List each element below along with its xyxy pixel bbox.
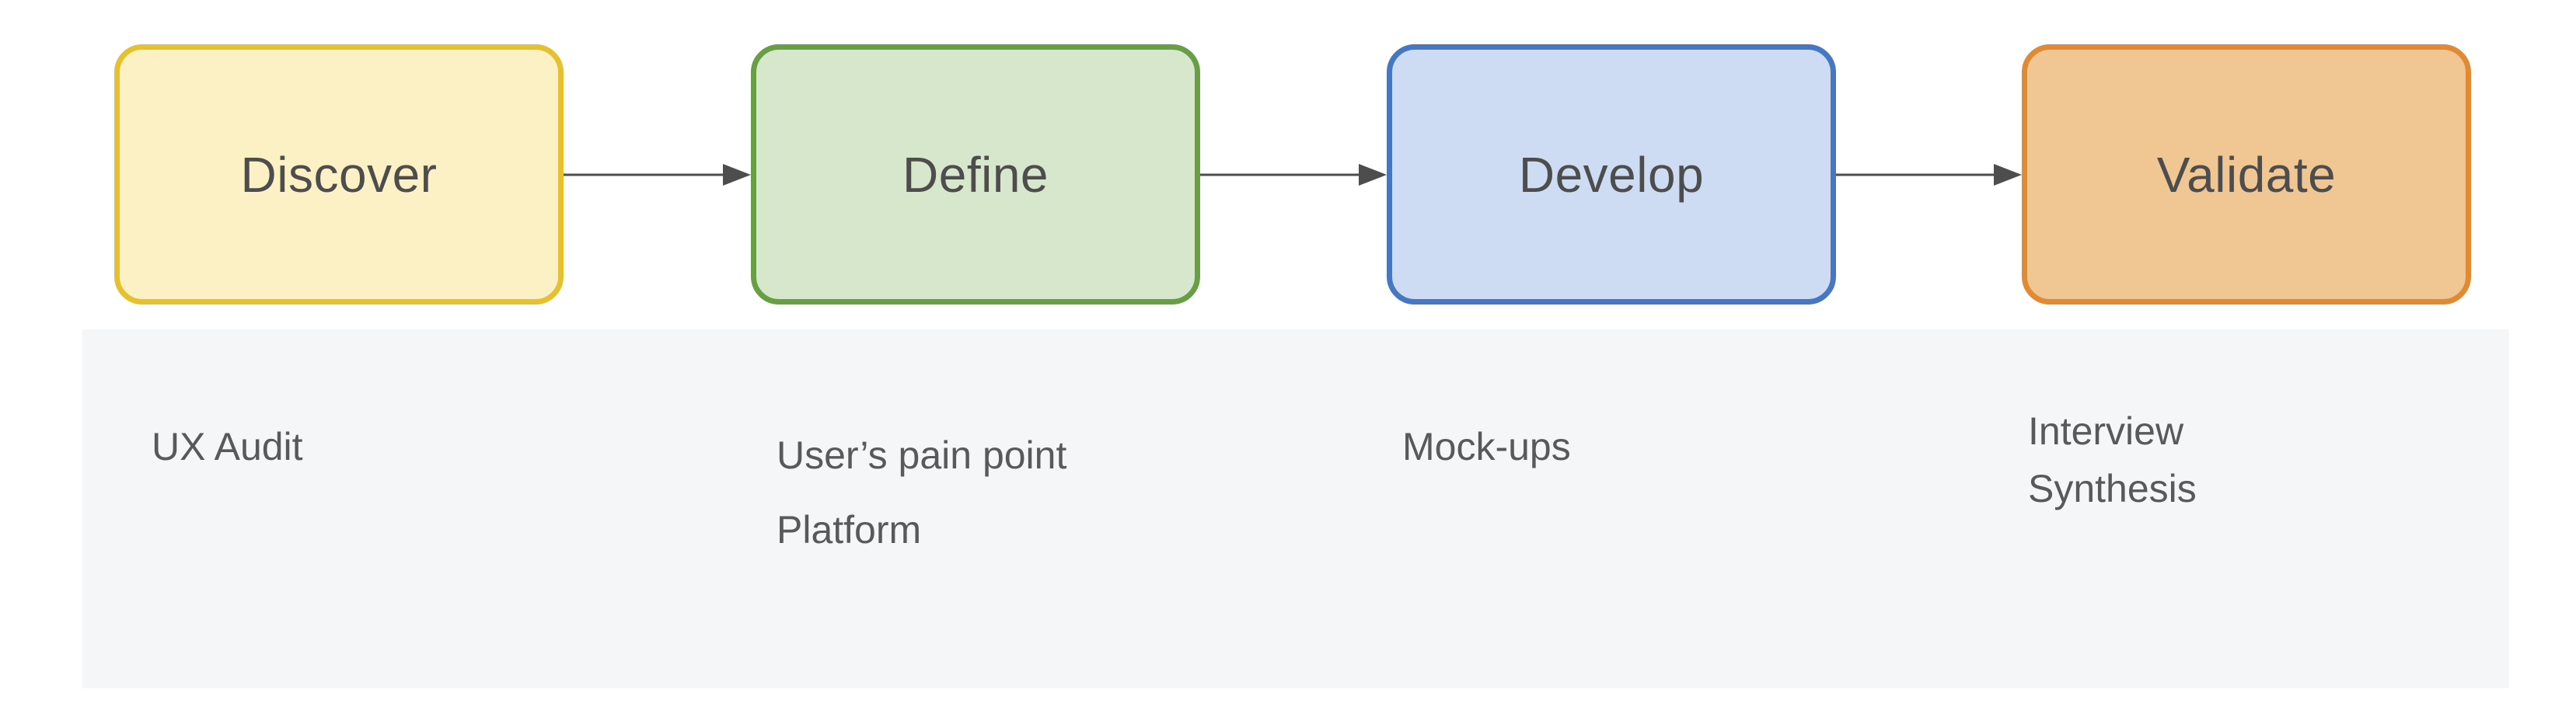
stage-validate-label: Validate [2156, 146, 2337, 203]
note-item: User’s pain point [777, 433, 1067, 477]
details-panel [82, 329, 2509, 688]
arrow-discover-to-define [564, 164, 751, 186]
note-item: Platform [777, 508, 922, 552]
stage-validate-box: Validate [2022, 44, 2471, 305]
stage-define-label: Define [902, 146, 1049, 203]
stage-discover-label: Discover [240, 146, 438, 203]
arrow-develop-to-validate [1836, 164, 2022, 186]
stage-define-box: Define [751, 44, 1200, 305]
stage-develop-box: Develop [1387, 44, 1836, 305]
arrow-define-to-develop [1200, 164, 1387, 186]
note-item: UX Audit [152, 425, 303, 468]
stage-develop-label: Develop [1518, 146, 1705, 203]
note-item: Synthesis [2028, 467, 2197, 510]
discover-notes: UX Audit [152, 418, 303, 475]
validate-notes: Interview Synthesis [2028, 402, 2197, 517]
note-item: Interview [2028, 409, 2184, 453]
develop-notes: Mock-ups [1402, 418, 1571, 475]
stage-discover-box: Discover [114, 44, 564, 305]
define-notes: User’s pain point Platform [777, 418, 1066, 567]
note-item: Mock-ups [1402, 425, 1571, 468]
